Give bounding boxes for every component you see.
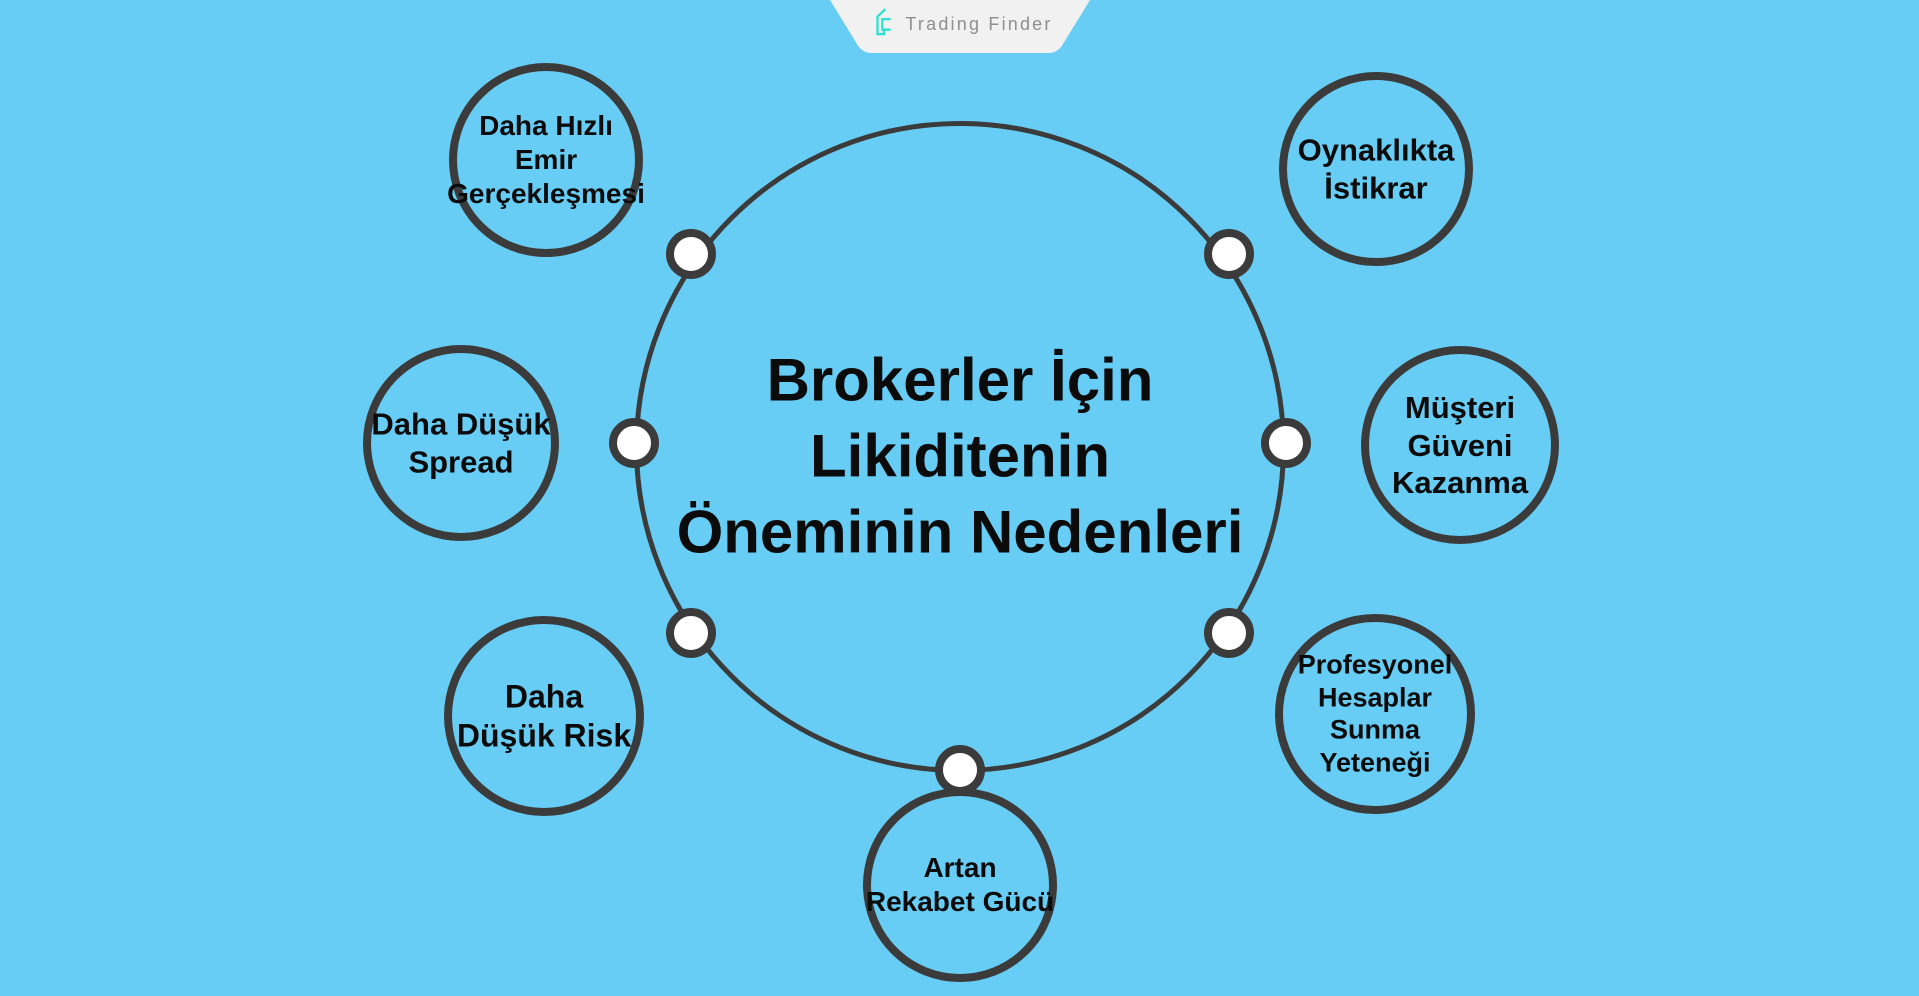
satellite-label: Daha Düşük Spread: [371, 406, 551, 480]
satellite-circle-competitive-power: Artan Rekabet Gücü: [863, 788, 1057, 982]
central-circle: Brokerler İçin Likiditenin Öneminin Nede…: [634, 121, 1286, 773]
satellite-label: Müşteri Güveni Kazanma: [1391, 389, 1529, 500]
connector-node-bottom-right: [1204, 608, 1254, 658]
satellite-circle-faster-order-execution: Daha Hızlı Emir Gerçekleşmesi: [447, 63, 645, 257]
connector-node-bottom-left: [666, 608, 716, 658]
satellite-label: Artan Rekabet Gücü: [865, 852, 1055, 917]
diagram-title: Brokerler İçin Likiditenin Öneminin Nede…: [676, 346, 1244, 567]
satellite-label: Daha Hızlı Emir Gerçekleşmesi: [447, 110, 645, 209]
connector-node-left: [609, 418, 659, 468]
satellite-label: Profesyonel Hesaplar Sunma Yeteneği: [1297, 649, 1453, 778]
satellite-circle-lower-risk: Daha Düşük Risk: [444, 616, 644, 816]
satellite-circle-professional-accounts: Profesyonel Hesaplar Sunma Yeteneği: [1275, 614, 1475, 814]
satellite-circle-customer-trust: Müşteri Güveni Kazanma: [1361, 346, 1559, 544]
brand-badge-inner: Trading Finder: [830, 0, 1090, 53]
connector-node-bottom: [935, 745, 985, 795]
connector-node-right: [1261, 418, 1311, 468]
satellite-label: Daha Düşük Risk: [456, 678, 632, 753]
connector-node-top-right: [1204, 229, 1254, 279]
satellite-circle-lower-spread: Daha Düşük Spread: [363, 345, 559, 541]
satellite-label: Oynaklıkta İstikrar: [1297, 132, 1455, 206]
satellite-circle-volatility-stability: Oynaklıkta İstikrar: [1279, 72, 1473, 266]
connector-node-top-left: [666, 229, 716, 279]
brand-name: Trading Finder: [905, 13, 1053, 34]
trading-finder-logo-icon: [867, 7, 895, 41]
brand-badge: Trading Finder: [830, 0, 1090, 53]
